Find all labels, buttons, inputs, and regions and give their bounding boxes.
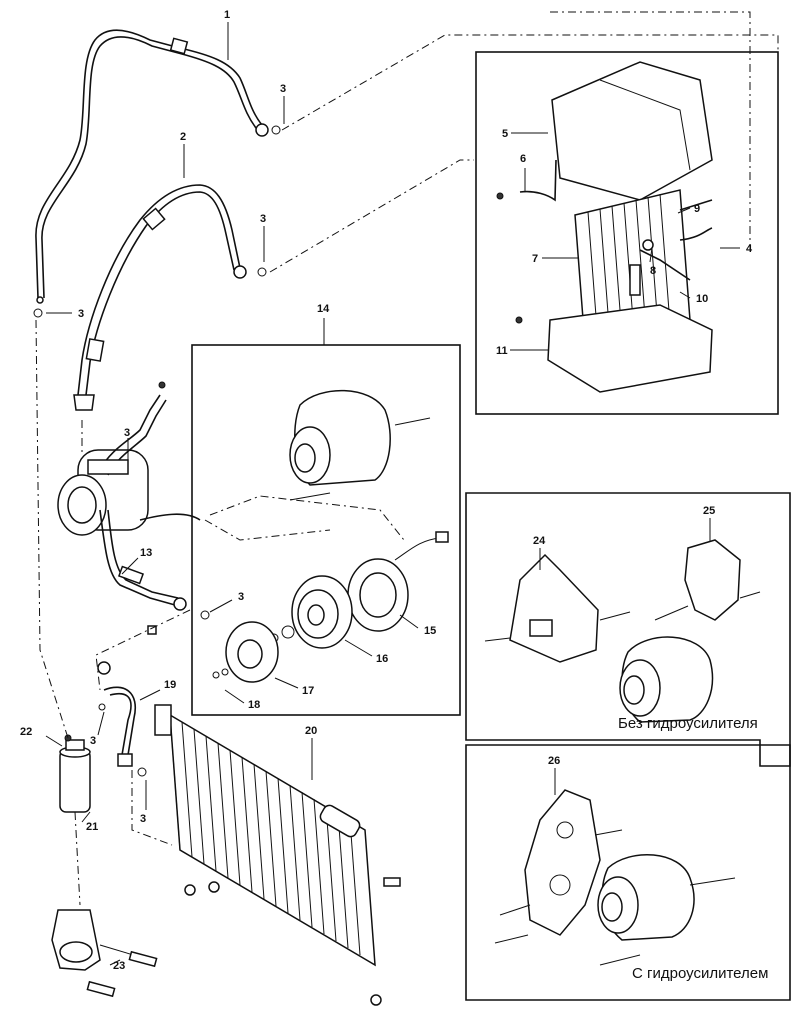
routing-lines [35,11,779,906]
bracket-24 [509,553,599,663]
label-1: 1 [224,9,230,21]
label-4: 4 [746,243,753,255]
label-20: 20 [305,725,317,737]
hose-2 [73,184,267,411]
compressor-main [57,381,201,536]
label-8: 8 [650,265,656,277]
label-6: 6 [520,153,526,165]
label-3d: 3 [124,427,130,439]
label-17: 17 [302,685,314,697]
bracket-23 [51,909,158,998]
label-11: 11 [496,345,508,357]
power-steering-assembly [494,789,736,966]
label-3a: 3 [280,83,286,95]
label-2: 2 [180,131,186,143]
pipe-19 [97,661,137,767]
no-power-steering-assembly [484,539,761,723]
label-16: 16 [376,653,388,665]
leader-lines [45,22,740,966]
label-7: 7 [532,253,538,265]
label-15: 15 [424,625,436,637]
label-3f: 3 [90,735,96,747]
o-rings [33,308,210,777]
hose-13 [99,509,187,635]
label-18: 18 [248,699,260,711]
label-13: 13 [140,547,152,559]
label-3g: 3 [140,813,146,825]
bracket-26 [524,789,601,936]
label-25: 25 [703,505,715,517]
label-23: 23 [113,960,125,972]
power-steering-panel-frame [465,744,791,1001]
compressor-clutch-panel-frame [191,344,461,716]
bracket-25 [684,539,741,621]
label-10: 10 [696,293,708,305]
receiver-drier-21 [59,734,91,813]
label-3e: 3 [238,591,244,603]
no-power-steering-panel-frame [465,492,791,767]
label-26: 26 [548,755,560,767]
label-5: 5 [502,128,508,140]
label-9: 9 [694,203,700,215]
compressor-clutch-assembly [204,389,449,683]
label-21: 21 [86,821,98,833]
hose-1 [35,29,281,304]
label-22: 22 [20,726,32,738]
label-19: 19 [164,679,176,691]
condenser-fins [181,721,361,956]
evaporator-assembly [496,61,713,393]
label-3b: 3 [260,213,266,225]
label-14: 14 [317,303,330,315]
condenser-20 [154,704,401,1006]
caption-with-power-steering: С гидроусилителем [632,965,768,982]
evaporator-panel-frame [475,51,779,415]
caption-without-power-steering: Без гидроусилителя [618,715,758,732]
label-24: 24 [533,535,546,547]
label-3c: 3 [78,308,84,320]
